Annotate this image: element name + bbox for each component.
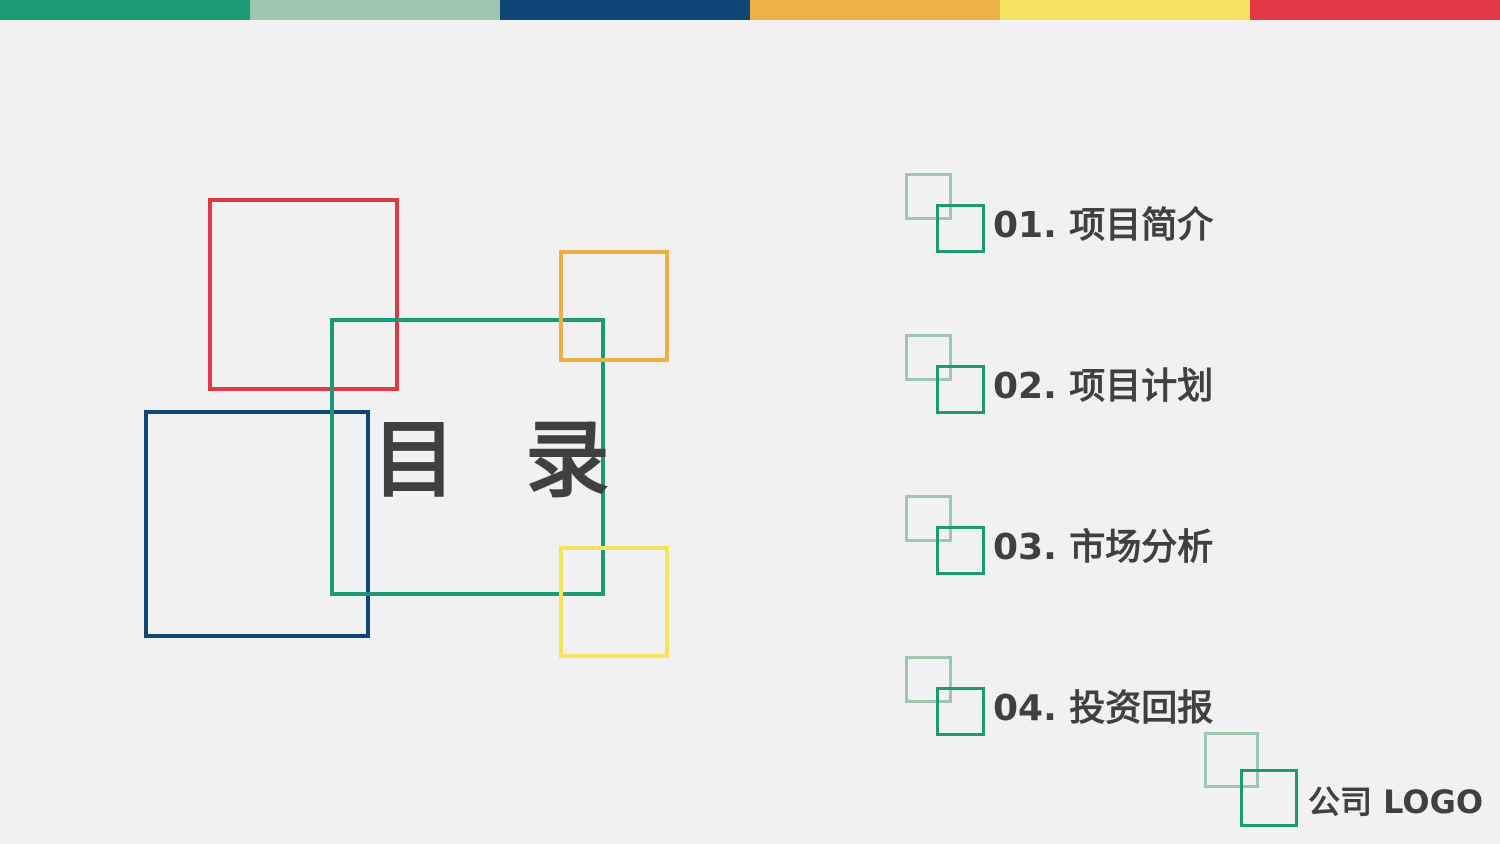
square-outline-icon [936, 687, 985, 736]
toc-item-label: 04. 投资回报 [993, 688, 1214, 729]
color-segment-green [0, 0, 250, 20]
toc-item-03[interactable]: 03. 市场分析 [905, 495, 1265, 577]
square-outline-icon [905, 173, 952, 220]
color-segment-yellow [1000, 0, 1250, 20]
square-outline-icon [936, 204, 985, 253]
square-outline-icon [905, 334, 952, 381]
square-outline-icon [1204, 732, 1259, 788]
toc-item-02[interactable]: 02. 项目计划 [905, 334, 1265, 416]
color-segment-navy [500, 0, 750, 20]
toc-item-label: 03. 市场分析 [993, 527, 1214, 568]
toc-item-04[interactable]: 04. 投资回报 [905, 656, 1265, 738]
toc-item-01[interactable]: 01. 项目简介 [905, 173, 1265, 255]
square-outline-icon [936, 365, 985, 414]
square-outline-icon [936, 526, 985, 575]
decor-square-orange [559, 250, 669, 362]
square-outline-icon [1240, 769, 1298, 827]
decor-square-yellow [559, 546, 669, 658]
company-logo: 公司 LOGO [1204, 732, 1500, 832]
decor-square-green [330, 318, 605, 596]
color-segment-orange [750, 0, 1000, 20]
square-outline-icon [905, 656, 952, 703]
color-segment-red [1250, 0, 1500, 20]
top-color-bar [0, 0, 1500, 20]
toc-item-label: 01. 项目简介 [993, 205, 1214, 246]
square-outline-icon [905, 495, 952, 542]
decor-square-navy [144, 410, 370, 638]
logo-text: 公司 LOGO [1308, 783, 1484, 821]
page-title: 目 录 [372, 411, 630, 509]
decor-square-red [208, 198, 399, 391]
toc-item-label: 02. 项目计划 [993, 366, 1214, 407]
color-segment-light-green [250, 0, 500, 20]
